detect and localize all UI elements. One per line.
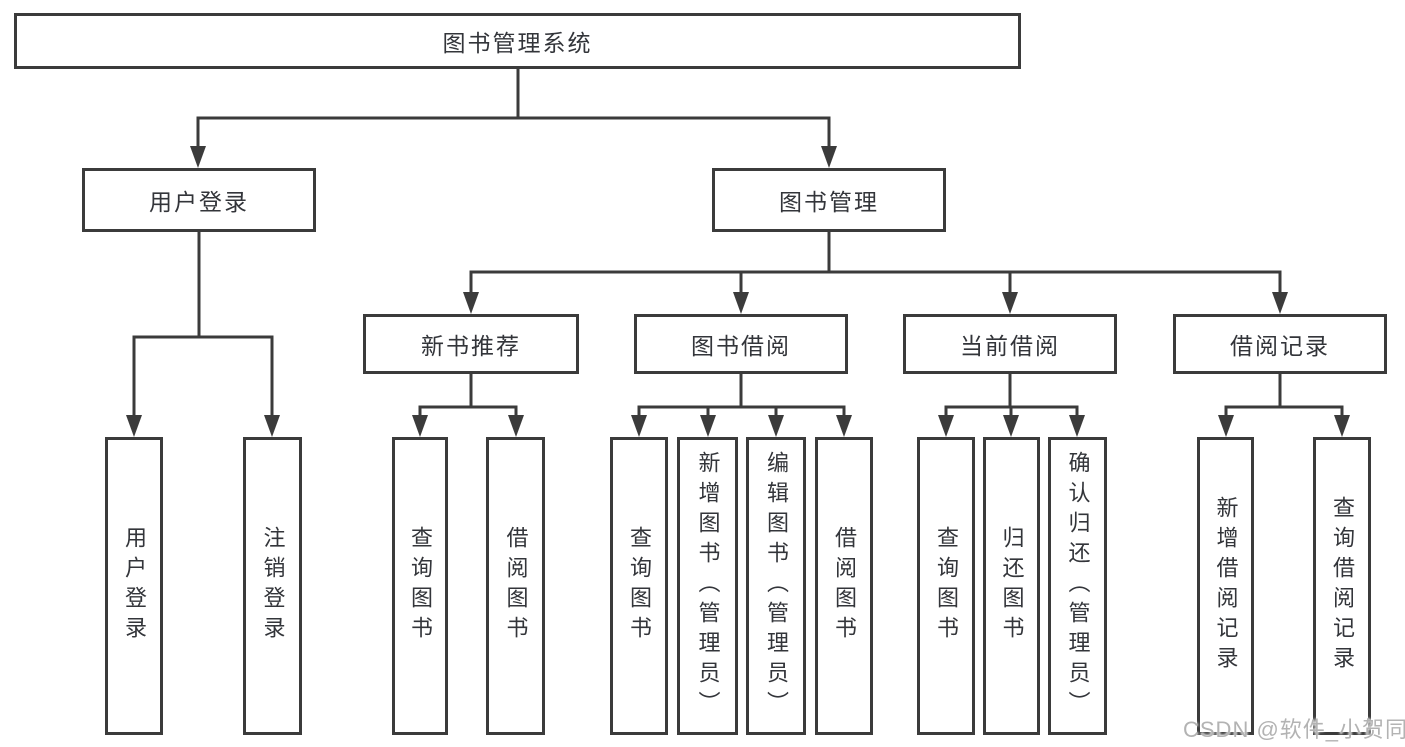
node-book-management-label: 图书管理: [779, 189, 879, 215]
leaf-borrow-borrow-books-label: 借阅图书: [832, 526, 857, 646]
leaf-borrow-add-books-admin-label: 新增图书（管理员）: [695, 451, 721, 721]
leaf-current-query-books-label: 查询图书: [934, 526, 959, 646]
leaf-borrow-edit-books-admin: 编辑图书（管理员）: [746, 437, 806, 735]
leaf-current-confirm-return-admin-label: 确认归还（管理员）: [1065, 451, 1091, 721]
leaf-user-login-label: 用户登录: [122, 526, 147, 646]
leaf-recommend-query-books: 查询图书: [392, 437, 448, 735]
leaf-current-return-books: 归还图书: [983, 437, 1040, 735]
node-book-borrow: 图书借阅: [634, 314, 848, 374]
node-user-login-label: 用户登录: [149, 189, 249, 215]
leaf-logout-label: 注销登录: [260, 526, 286, 646]
leaf-recommend-borrow-books: 借阅图书: [486, 437, 545, 735]
node-user-login: 用户登录: [82, 168, 316, 232]
leaf-current-return-books-label: 归还图书: [999, 526, 1025, 646]
watermark: CSDN @软件_小贺同学: [1183, 717, 1405, 742]
node-new-book-recommend-label: 新书推荐: [421, 333, 521, 359]
leaf-user-login: 用户登录: [105, 437, 163, 735]
leaf-borrow-query-books: 查询图书: [610, 437, 668, 735]
node-new-book-recommend: 新书推荐: [363, 314, 579, 374]
node-current-borrow: 当前借阅: [903, 314, 1117, 374]
node-book-borrow-label: 图书借阅: [691, 333, 791, 359]
leaf-recommend-borrow-books-label: 借阅图书: [503, 526, 529, 646]
leaf-borrow-add-books-admin: 新增图书（管理员）: [677, 437, 738, 735]
leaf-records-add-record-label: 新增借阅记录: [1213, 496, 1239, 676]
leaf-recommend-query-books-label: 查询图书: [408, 526, 433, 646]
node-borrow-records-label: 借阅记录: [1230, 333, 1330, 359]
arrowheads: [126, 146, 1350, 437]
node-borrow-records: 借阅记录: [1173, 314, 1387, 374]
leaf-borrow-edit-books-admin-label: 编辑图书（管理员）: [764, 451, 789, 721]
leaf-current-query-books: 查询图书: [917, 437, 975, 735]
node-root-label: 图书管理系统: [442, 30, 593, 56]
leaf-records-add-record: 新增借阅记录: [1197, 437, 1254, 735]
leaf-records-query-record: 查询借阅记录: [1313, 437, 1371, 735]
leaf-borrow-query-books-label: 查询图书: [627, 526, 652, 646]
leaf-records-query-record-label: 查询借阅记录: [1330, 496, 1355, 676]
leaf-borrow-borrow-books: 借阅图书: [815, 437, 873, 735]
leaf-current-confirm-return-admin: 确认归还（管理员）: [1048, 437, 1107, 735]
node-root: 图书管理系统: [14, 13, 1021, 69]
leaf-logout: 注销登录: [243, 437, 302, 735]
node-book-management: 图书管理: [712, 168, 946, 232]
node-current-borrow-label: 当前借阅: [960, 333, 1060, 359]
